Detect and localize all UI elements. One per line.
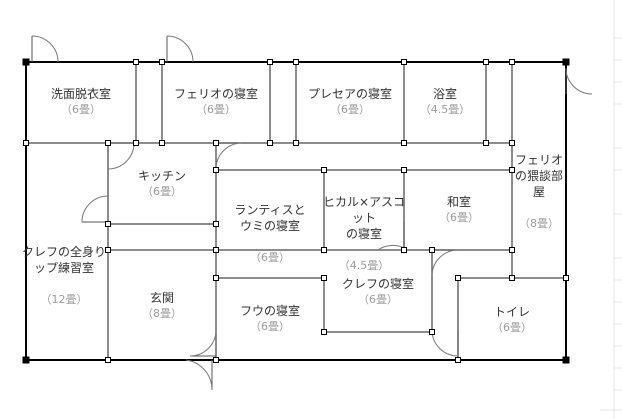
door-swing-arc xyxy=(107,142,135,170)
room-clef-bedroom[interactable]: クレフの寝室 （6畳） xyxy=(324,276,432,308)
room-washroom[interactable]: 洗面脱衣室 （6畳） xyxy=(26,86,136,118)
room-size: （8畳） xyxy=(519,217,559,230)
room-size: （6畳） xyxy=(61,103,101,116)
wall-junction xyxy=(321,275,327,281)
wall-junction xyxy=(105,247,111,253)
wall-junction xyxy=(105,140,111,146)
wall-junction xyxy=(22,356,30,364)
room-japanese[interactable]: 和室 （6畳） xyxy=(406,194,512,226)
room-name: フェリオ の猥談部 屋 xyxy=(514,153,563,199)
room-name: 浴室 xyxy=(432,87,457,101)
room-name: キッチン xyxy=(137,169,186,183)
wall-junction xyxy=(429,247,435,253)
wall-junction xyxy=(483,140,489,146)
wall-junction xyxy=(293,140,299,146)
room-name: ヒカル×アスコ ット の寝室 xyxy=(322,195,406,241)
wall-junction xyxy=(267,140,273,146)
room-hikaru-ascot-bedroom[interactable]: ヒカル×アスコ ット の寝室 （4.5畳） xyxy=(318,178,410,290)
room-size: （6畳） xyxy=(250,251,290,264)
wall-junction xyxy=(321,329,327,335)
wall-junction xyxy=(401,140,407,146)
room-name: フウの寝室 xyxy=(239,304,300,318)
room-size: （6畳） xyxy=(492,321,532,334)
wall-junction xyxy=(213,140,219,146)
wall-junctions xyxy=(22,58,570,364)
room-size: （4.5畳） xyxy=(419,103,471,116)
door-swing-arc xyxy=(185,359,213,391)
room-name: クレフの全身り ップ練習室 xyxy=(21,245,106,275)
door-swing-arc xyxy=(215,142,243,170)
wall-junction xyxy=(401,59,407,65)
wall-junction xyxy=(213,357,219,363)
wall-junction xyxy=(401,167,407,173)
room-name: プレセアの寝室 xyxy=(307,87,392,101)
door-swing-arc xyxy=(31,35,59,63)
wall-junction xyxy=(133,59,139,65)
room-presea-bedroom[interactable]: プレセアの寝室 （6畳） xyxy=(296,86,404,118)
wall-junction xyxy=(321,247,327,253)
wall-junction xyxy=(213,167,219,173)
wall-junction xyxy=(563,275,569,281)
wall-junction xyxy=(133,140,139,146)
wall-junction xyxy=(509,275,515,281)
wall-junction xyxy=(159,140,165,146)
room-entrance[interactable]: 玄関 （8畳） xyxy=(108,290,216,322)
wall-junction xyxy=(509,167,515,173)
wall-junction xyxy=(159,59,165,65)
room-size: （4.5畳） xyxy=(338,259,390,272)
door-swing-arc xyxy=(431,329,459,357)
room-name: クレフの寝室 xyxy=(341,277,414,291)
wall-junction xyxy=(23,140,29,146)
wall-junction xyxy=(483,59,489,65)
wall-junction xyxy=(105,357,111,363)
room-name: 玄関 xyxy=(149,291,174,305)
wall-junction xyxy=(509,247,515,253)
door-swing-arc xyxy=(431,249,459,277)
wall-junction xyxy=(22,58,30,66)
room-clef-mirror-room[interactable]: クレフの全身り ップ練習室 （12畳） xyxy=(20,228,108,324)
room-lantis-umi-bedroom[interactable]: ランティスと ウミの寝室 （6畳） xyxy=(216,186,324,282)
room-size: （6畳） xyxy=(196,103,236,116)
room-name: フェリオの寝室 xyxy=(173,87,258,101)
wall-junction xyxy=(267,59,273,65)
wall-junction xyxy=(105,221,111,227)
room-kitchen[interactable]: キッチン （6畳） xyxy=(108,168,216,200)
room-size: （6畳） xyxy=(358,293,398,306)
edge-rulers xyxy=(600,0,622,419)
room-name: 洗面脱衣室 xyxy=(50,87,111,101)
room-name: 和室 xyxy=(446,195,471,209)
wall-junction xyxy=(562,356,570,364)
wall-junction xyxy=(509,140,515,146)
room-size: （12畳） xyxy=(40,293,88,306)
door-swing-arc xyxy=(81,195,109,223)
wall-junction xyxy=(213,221,219,227)
wall-junction xyxy=(401,247,407,253)
room-name: ランティスと ウミの寝室 xyxy=(234,203,306,233)
wall-junction xyxy=(213,275,219,281)
room-toilet[interactable]: トイレ （6畳） xyxy=(458,304,566,336)
wall-junction xyxy=(293,59,299,65)
wall-junction xyxy=(455,275,461,281)
room-ferio-lounge[interactable]: フェリオ の猥談部 屋 （8畳） xyxy=(512,136,566,248)
room-size: （6畳） xyxy=(439,211,479,224)
room-size: （6畳） xyxy=(142,185,182,198)
wall-junction xyxy=(562,58,570,66)
door-swing-arc xyxy=(166,35,194,63)
room-ferio-bedroom[interactable]: フェリオの寝室 （6畳） xyxy=(162,86,270,118)
door-swing-arc xyxy=(565,67,593,95)
wall-junction xyxy=(455,357,461,363)
wall-junction xyxy=(509,59,515,65)
door-swing-arc xyxy=(189,329,217,357)
room-bathroom[interactable]: 浴室 （4.5畳） xyxy=(404,86,486,118)
room-size: （8畳） xyxy=(142,307,182,320)
wall-junction xyxy=(429,329,435,335)
wall-junction xyxy=(321,167,327,173)
wall-junction xyxy=(213,247,219,253)
room-name: トイレ xyxy=(493,305,530,319)
room-size: （6畳） xyxy=(250,320,290,333)
room-size: （6畳） xyxy=(330,103,370,116)
room-fuu-bedroom[interactable]: フウの寝室 （6畳） xyxy=(216,303,324,335)
